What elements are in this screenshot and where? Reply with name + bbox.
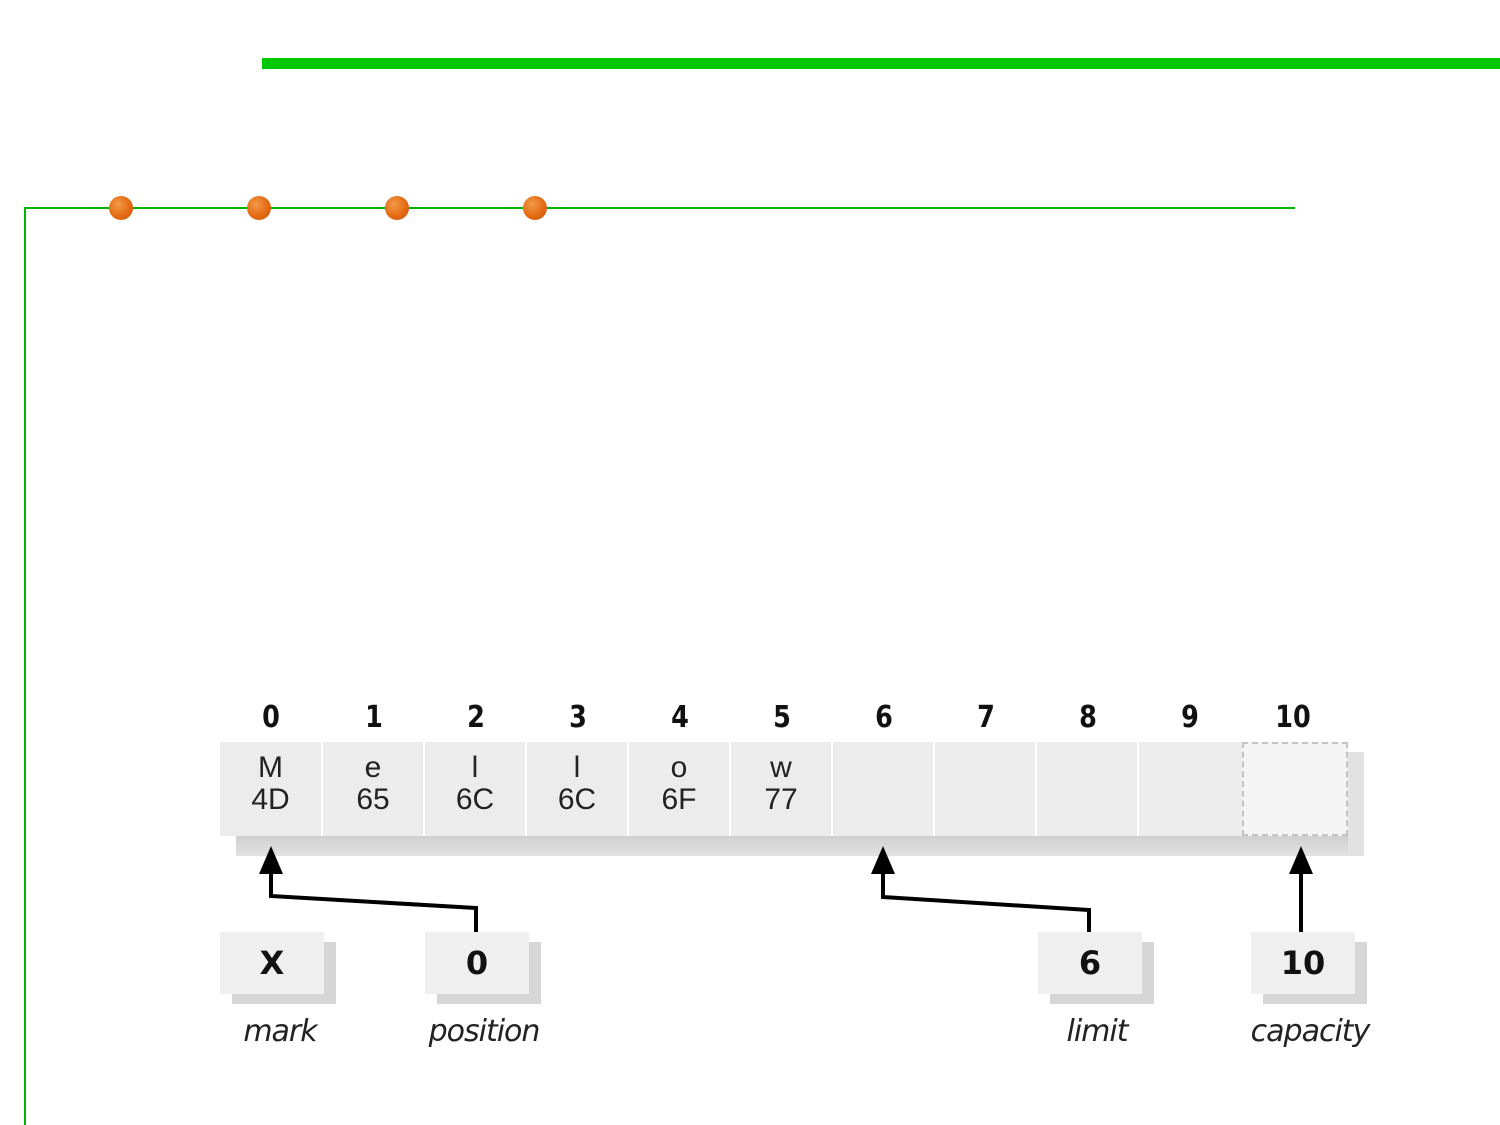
index-label: 3: [569, 700, 587, 735]
index-label: 10: [1275, 700, 1311, 735]
buffer-cell: o 6F: [629, 742, 731, 836]
buffer-cell: l 6C: [425, 742, 527, 836]
buffer-cell: w 77: [731, 742, 833, 836]
cell-char: e: [364, 751, 382, 784]
position-arrow-line: [269, 870, 478, 932]
limit-arrowhead: [871, 846, 895, 874]
buffer-cell: l 6C: [527, 742, 629, 836]
index-label: 7: [977, 700, 995, 735]
position-box: 0: [425, 932, 529, 994]
cell-char: l: [471, 751, 479, 784]
cell-hex: 77: [764, 783, 798, 816]
bullet-dot: [247, 196, 271, 220]
buffer-cell: [1139, 742, 1242, 836]
bullet-dot: [523, 196, 547, 220]
index-label: 6: [875, 700, 893, 735]
buffer-cell: [935, 742, 1037, 836]
index-label: 1: [365, 700, 383, 735]
capacity-cell: [1242, 742, 1348, 836]
limit-arrow-line: [881, 870, 1091, 932]
bullet-dot: [109, 196, 133, 220]
position-label: position: [428, 1014, 541, 1049]
limit-box: 6: [1038, 932, 1142, 994]
cell-char: w: [770, 751, 792, 784]
title-underline-bar: [262, 58, 1500, 69]
cell-char: o: [670, 751, 688, 784]
index-label: 2: [467, 700, 485, 735]
mark-box: X: [220, 932, 324, 994]
bullet-line: [24, 207, 1295, 209]
buffer-cell: M 4D: [220, 742, 323, 836]
cell-char: l: [573, 751, 581, 784]
limit-label: limit: [1066, 1014, 1129, 1049]
cell-hex: 65: [356, 783, 390, 816]
cell-hex: 6C: [455, 783, 495, 816]
array-shadow: [236, 836, 1364, 856]
position-arrowhead: [259, 846, 283, 874]
index-label: 9: [1181, 700, 1199, 735]
index-label: 0: [262, 700, 280, 735]
bullet-dot: [385, 196, 409, 220]
cell-hex: 6C: [557, 783, 597, 816]
cell-char: M: [258, 751, 283, 784]
index-label: 5: [773, 700, 791, 735]
capacity-cell-shadow: [1348, 752, 1364, 856]
buffer-cell: [1037, 742, 1139, 836]
index-label: 8: [1079, 700, 1097, 735]
left-border-line: [24, 207, 26, 1125]
cell-hex: 4D: [251, 783, 290, 816]
cell-hex: 6F: [661, 783, 697, 816]
buffer-cell: e 65: [323, 742, 425, 836]
capacity-box: 10: [1251, 932, 1355, 994]
mark-label: mark: [243, 1014, 317, 1049]
capacity-arrowhead: [1289, 846, 1313, 874]
capacity-label: capacity: [1250, 1014, 1371, 1049]
buffer-cell: [833, 742, 935, 836]
index-label: 4: [671, 700, 689, 735]
